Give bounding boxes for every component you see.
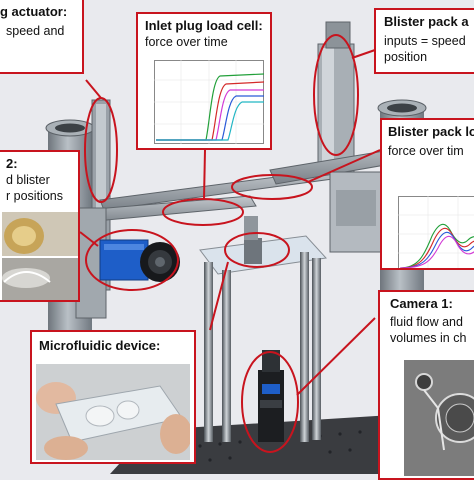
- callout-camera1: Camera 1: fluid flow and volumes in ch: [378, 290, 474, 480]
- support-rod-4: [312, 258, 321, 440]
- callout-title: Microfluidic device:: [39, 338, 194, 354]
- callout-actuator: g actuator: speed and: [0, 0, 84, 74]
- callout-title: Blister pack lo: [388, 124, 474, 140]
- callout-title: 2:: [6, 156, 78, 172]
- callout-inlet-load-cell: Inlet plug load cell: force over time: [136, 12, 272, 150]
- support-rod-2: [222, 270, 231, 442]
- callout-title: Inlet plug load cell:: [145, 18, 270, 34]
- callout-text: inputs = speed: [384, 33, 474, 49]
- inlet-force-plot: [154, 60, 264, 144]
- callout-text: force over time: [145, 34, 270, 50]
- callout-text: fluid flow and: [390, 314, 474, 330]
- callout-text: volumes in ch: [390, 330, 474, 346]
- callout-text: position: [384, 49, 474, 65]
- callout-title: Blister pack a: [384, 14, 474, 30]
- callout-camera2: 2: d blister r positions: [0, 150, 80, 302]
- support-rod-1: [204, 262, 213, 442]
- callout-blister-actuator: Blister pack a inputs = speed position: [374, 8, 474, 74]
- callout-title: g actuator:: [0, 4, 82, 20]
- microfluidic-photo: [36, 364, 190, 460]
- callout-text: force over tim: [388, 143, 474, 159]
- support-rod-3: [300, 252, 309, 442]
- camera2-photo: [2, 212, 78, 300]
- camera1-photo: [404, 360, 474, 476]
- callout-text: d blister: [6, 172, 78, 188]
- callout-blister-load-cell: Blister pack lo force over tim: [380, 118, 474, 270]
- callout-title: Camera 1:: [390, 296, 474, 312]
- callout-microfluidic: Microfluidic device:: [30, 330, 196, 464]
- callout-text: r positions: [6, 188, 78, 204]
- blister-force-plot: [398, 196, 474, 270]
- callout-text: speed and: [0, 23, 82, 39]
